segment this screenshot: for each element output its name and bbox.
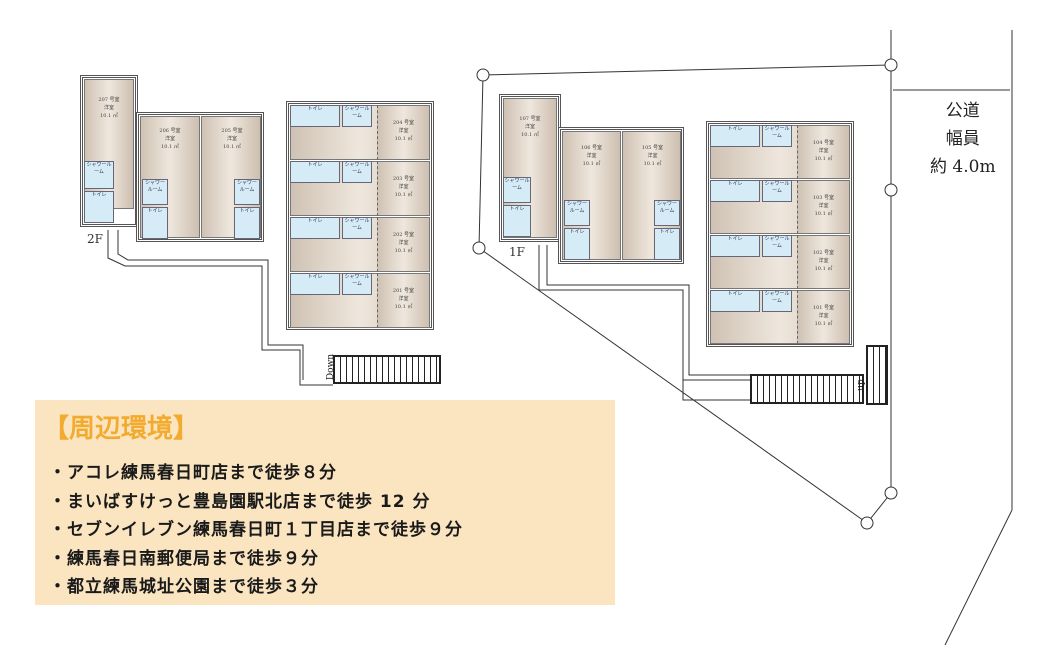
room-type: 洋室 [398, 296, 409, 302]
room-area: 10.1 ㎡ [394, 304, 413, 310]
road-width-label: 公道 幅員 約 4.0m [930, 97, 996, 181]
room-area: 10.1 ㎡ [814, 211, 833, 217]
room-number: 202 号室 [392, 232, 415, 238]
shower: シャワールーム [564, 200, 590, 226]
toilet: トイレ [290, 105, 340, 127]
list-item: まいばすけっと豊島園駅北店まで徒歩 12 分 [49, 487, 463, 516]
surroundings-title: 【周辺環境】 [43, 414, 200, 444]
room-number: 203 号室 [392, 176, 415, 182]
room-area: 10.1 ㎡ [814, 321, 833, 327]
toilet: トイレ [142, 207, 168, 239]
room-number: 205 号室 [221, 128, 243, 134]
room-area: 10.1 ㎡ [394, 248, 413, 254]
shower: シャワールーム [342, 217, 372, 239]
room-number: 106 号室 [580, 145, 603, 151]
room-number: 103 号室 [812, 195, 835, 201]
rooms-201-204: トイレ シャワールーム 204 号室 洋室 10.1 ㎡ トイレ シャワールーム… [286, 101, 434, 330]
shower: シャワールーム [762, 180, 792, 202]
room-area: 10.1 ㎡ [161, 144, 179, 150]
room-type: 洋室 [398, 128, 409, 134]
toilet: トイレ [503, 205, 531, 237]
room-area: 10.1 ㎡ [582, 161, 601, 167]
surroundings-panel: 【周辺環境】 アコレ練馬春日町店まで徒歩８分 まいばすけっと豊島園駅北店まで徒歩… [35, 400, 615, 605]
list-item: セブンイレブン練馬春日町１丁目店まで徒歩９分 [49, 515, 463, 544]
toilet: トイレ [710, 125, 760, 147]
room-area: 10.1 ㎡ [521, 132, 539, 138]
road-width-value: 約 4.0m [930, 157, 996, 177]
toilet: トイレ [290, 217, 340, 239]
room-type: 洋室 [818, 148, 829, 154]
shower: シャワールーム [342, 161, 372, 183]
road-public: 公道 [945, 101, 980, 121]
list-item: 練馬春日南郵便局まで徒歩９分 [49, 544, 463, 573]
room-type: 洋室 [226, 136, 237, 142]
rooms-101-104: トイレ シャワールーム 104 号室 洋室 10.1 ㎡ トイレ シャワールーム… [706, 121, 854, 347]
toilet: トイレ [290, 161, 340, 183]
room-type: 洋室 [103, 105, 114, 111]
room-area: 10.1 ㎡ [814, 266, 833, 272]
shower: シャワールーム [654, 200, 680, 226]
room-number: 201 号室 [392, 288, 415, 294]
floor-label-1f: 1F [509, 245, 525, 259]
floor-label-2f: 2F [87, 232, 103, 246]
road-width: 幅員 [945, 129, 980, 149]
room-number: 102 号室 [812, 250, 835, 256]
room-107: 107 号室洋室 10.1 ㎡ シャワールーム トイレ [499, 94, 561, 242]
room-number: 204 号室 [392, 120, 415, 126]
room-type: 洋室 [818, 258, 829, 264]
toilet: トイレ [710, 180, 760, 202]
shower: シャワールーム [342, 105, 372, 127]
room-type: 洋室 [818, 203, 829, 209]
surroundings-list: アコレ練馬春日町店まで徒歩８分 まいばすけっと豊島園駅北店まで徒歩 12 分 セ… [49, 458, 463, 601]
toilet: トイレ [84, 191, 114, 223]
shower: シャワールーム [503, 177, 531, 203]
toilet: トイレ [654, 228, 680, 260]
shower: シャワールーム [142, 179, 168, 205]
room-area: 10.1 ㎡ [394, 192, 413, 198]
room-area: 10.1 ㎡ [394, 136, 413, 142]
room-type: 洋室 [398, 184, 409, 190]
list-item: アコレ練馬春日町店まで徒歩８分 [49, 458, 463, 487]
room-number: 107 号室 [519, 116, 541, 122]
room-area: 10.1 ㎡ [223, 144, 241, 150]
toilet: トイレ [710, 235, 760, 257]
room-number: 207 号室 [98, 97, 120, 103]
stairs-down-label: Down [326, 353, 337, 381]
room-number: 101 号室 [812, 305, 835, 311]
room-type: 洋室 [818, 313, 829, 319]
shower: シャワールーム [234, 179, 260, 205]
room-number: 104 号室 [812, 140, 835, 146]
stairs-1f [750, 374, 864, 404]
shower: シャワールーム [762, 125, 792, 147]
stairs-1f-vertical [866, 345, 888, 405]
shower: シャワールーム [762, 290, 792, 312]
toilet: トイレ [234, 207, 260, 239]
shower: シャワールーム [342, 273, 372, 295]
stairs-2f [333, 355, 441, 384]
shower: シャワールーム [84, 161, 114, 189]
toilet: トイレ [564, 228, 590, 260]
room-type: 洋室 [586, 153, 597, 159]
room-number: 105 号室 [641, 145, 664, 151]
toilet: トイレ [290, 273, 340, 295]
room-207: 207 号室洋室 10.1 ㎡ シャワールーム トイレ [80, 75, 138, 227]
room-area: 10.1 ㎡ [100, 113, 118, 119]
stairs-up-label: up [855, 379, 866, 391]
room-type: 洋室 [398, 240, 409, 246]
toilet: トイレ [710, 290, 760, 312]
room-area: 10.1 ㎡ [643, 161, 662, 167]
room-type: 洋室 [164, 136, 175, 142]
room-number: 206 号室 [159, 128, 181, 134]
list-item: 都立練馬城址公園まで徒歩３分 [49, 572, 463, 601]
room-area: 10.1 ㎡ [814, 156, 833, 162]
room-type: 洋室 [524, 124, 535, 130]
shower: シャワールーム [762, 235, 792, 257]
room-type: 洋室 [647, 153, 658, 159]
